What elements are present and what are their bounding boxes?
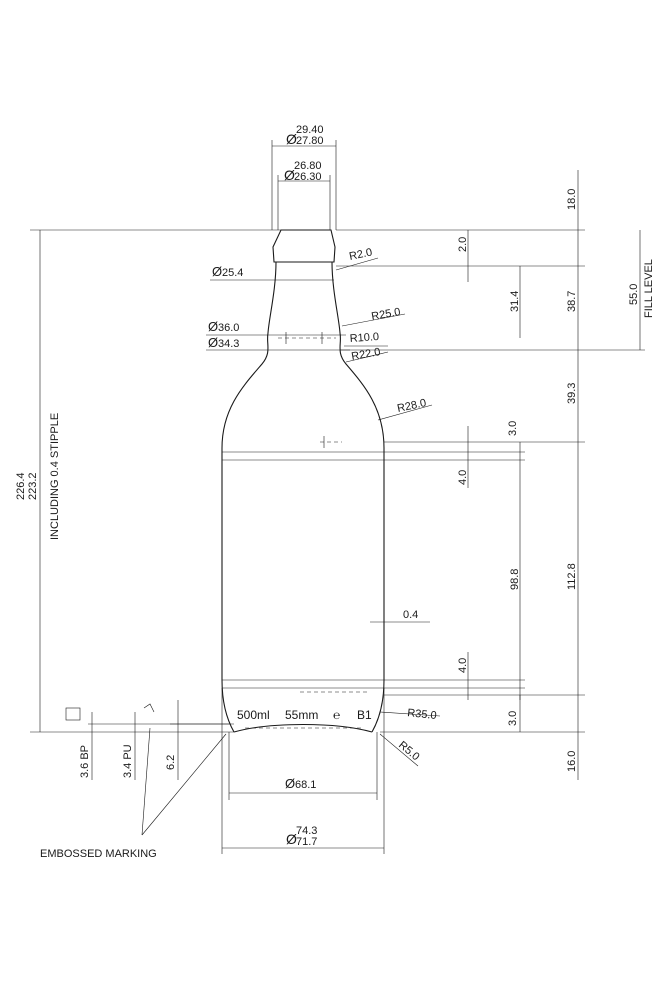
bp-depth: 3.6 BP — [79, 745, 91, 778]
marking-estimated-sign: ℮ — [333, 708, 340, 722]
body-panel-height: 112.8 — [566, 563, 578, 590]
diameter-symbol: Ø — [284, 167, 295, 183]
shoulder-upper-diameter: 36.0 — [218, 322, 239, 334]
neck-height: 31.4 — [509, 291, 521, 312]
bore-upper: 26.80 — [294, 160, 322, 172]
radius-heel: R35.0 — [407, 707, 437, 722]
right-height-dimensions: 2.0 31.4 18.0 38.7 55.0 FILL LEVEL 39.3 … — [336, 170, 655, 780]
radius-neck: R2.0 — [348, 246, 373, 263]
bottom-gap: 3.0 — [507, 711, 519, 726]
upper-section-height: 38.7 — [566, 291, 578, 312]
total-height-upper: 226.4 — [15, 472, 27, 500]
shoulder-lower-diameter: 34.3 — [218, 338, 239, 350]
diameter-symbol: Ø — [285, 776, 295, 791]
marking-mould: B1 — [357, 708, 372, 722]
marking-box — [65, 707, 81, 721]
diameter-symbol: Ø — [208, 319, 218, 334]
marking-finish: 55mm — [285, 708, 318, 722]
heel-embossed-marking: 500ml 55mm ℮ B1 — [237, 708, 372, 722]
neck-finish-dimensions: Ø 29.40 27.80 Ø 26.80 26.30 Ø 25.4 Ø 36.… — [206, 124, 350, 351]
diameter-symbol: Ø — [286, 131, 297, 147]
fill-level-label: FILL LEVEL — [643, 259, 655, 318]
finish-outer-lower: 27.80 — [296, 135, 324, 147]
diameter-symbol: Ø — [212, 264, 222, 279]
pu-depth: 3.4 PU — [122, 744, 134, 778]
diameter-symbol: Ø — [208, 335, 218, 350]
label-band-top: 4.0 — [457, 470, 469, 485]
diameter-symbol: Ø — [286, 831, 297, 847]
body-lower-diameter: 71.7 — [296, 836, 317, 848]
radius-bead: R10.0 — [349, 331, 379, 345]
marking-volume: 500ml — [237, 708, 270, 722]
body-upper-diameter: 74.3 — [296, 825, 317, 837]
label-panel-height: 98.8 — [509, 569, 521, 590]
lip-height: 2.0 — [457, 237, 469, 252]
base-diameter-dimensions: Ø 68.1 Ø 74.3 71.7 — [221, 688, 385, 854]
stipple-symbol — [143, 703, 155, 713]
fill-level-height: 55.0 — [628, 284, 640, 305]
wall-thickness: 0.4 — [403, 609, 418, 621]
radius-base: R5.0 — [396, 739, 422, 763]
radius-shoulder: R28.0 — [396, 397, 427, 415]
finish-outer-upper: 29.40 — [296, 124, 324, 136]
base-height: 16.0 — [566, 751, 578, 772]
shoulder-height: 39.3 — [566, 383, 578, 404]
label-band-bottom: 4.0 — [457, 658, 469, 673]
base-thickness: 6.2 — [165, 755, 177, 770]
bore-lower: 26.30 — [294, 171, 322, 183]
bottle-outline — [221, 229, 385, 733]
base-ring-diameter: 68.1 — [295, 779, 316, 791]
total-height-lower: 223.2 — [27, 472, 39, 500]
left-height-dimensions: 226.4 223.2 INCLUDING 0.4 STIPPLE 3.6 BP… — [15, 229, 281, 860]
embossed-marking-note: EMBOSSED MARKING — [40, 848, 157, 860]
label-top-gap: 3.0 — [507, 421, 519, 436]
top-height: 18.0 — [566, 189, 578, 210]
neck-diameter: 25.4 — [222, 267, 243, 279]
radius-lower-bead: R22.0 — [350, 346, 381, 363]
stipple-note: INCLUDING 0.4 STIPPLE — [49, 413, 61, 540]
radius-upper-shoulder: R25.0 — [370, 306, 401, 323]
